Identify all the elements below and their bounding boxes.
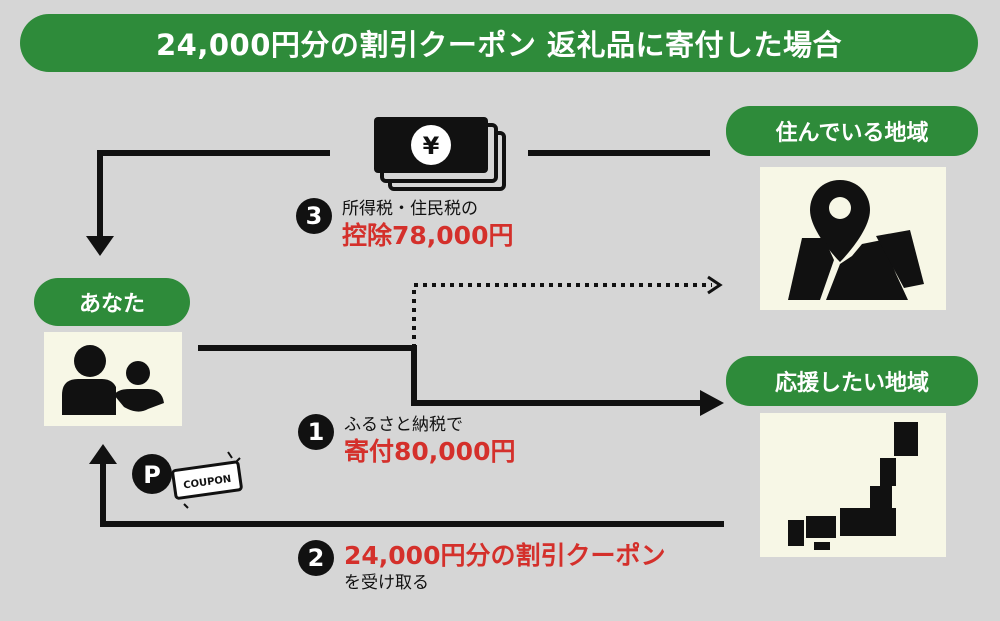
residence-card xyxy=(760,167,946,310)
arrow-head-donation xyxy=(700,390,724,416)
yen-symbol: ¥ xyxy=(423,132,440,160)
step-2: 2 24,000円分の割引クーポン を受け取る xyxy=(298,540,665,594)
arrow-head-tax-info xyxy=(707,275,723,295)
node-residence-label: 住んでいる地域 xyxy=(726,106,978,156)
step-3-text: 所得税・住民税の xyxy=(342,199,478,219)
points-symbol: P xyxy=(143,461,161,489)
step-3: 3 所得税・住民税の 控除78,000円 xyxy=(296,198,513,252)
money-icon: ¥ xyxy=(374,117,506,191)
japan-map-icon xyxy=(788,422,918,550)
step-1-amount: 寄付80,000円 xyxy=(344,437,516,466)
map-pin-icon xyxy=(788,179,924,300)
arrow-donation xyxy=(198,345,702,406)
step-2-number: 2 xyxy=(298,540,334,576)
arrow-tax-info xyxy=(412,283,712,348)
step-1: 1 ふるさと納税で 寄付80,000円 xyxy=(298,414,515,468)
arrow-head-deduction xyxy=(86,236,114,256)
node-you-label: あなた xyxy=(34,278,190,326)
step-1-text: ふるさと納税で xyxy=(344,415,463,435)
you-card xyxy=(44,332,182,426)
arrow-coupon xyxy=(100,462,724,527)
arrow-deduction xyxy=(97,150,330,238)
step-3-amount: 控除78,000円 xyxy=(342,221,514,250)
node-support-label: 応援したい地域 xyxy=(726,356,978,406)
coupon-icon: P COUPON xyxy=(132,451,243,509)
family-icon xyxy=(62,345,164,415)
arrow-head-coupon xyxy=(89,444,117,464)
step-3-number: 3 xyxy=(296,198,332,234)
page-title: 24,000円分の割引クーポン 返礼品に寄付した場合 xyxy=(20,14,978,72)
step-2-text: を受け取る xyxy=(344,573,429,593)
step-1-number: 1 xyxy=(298,414,334,450)
support-card xyxy=(760,413,946,557)
step-2-amount: 24,000円分の割引クーポン xyxy=(344,541,666,570)
